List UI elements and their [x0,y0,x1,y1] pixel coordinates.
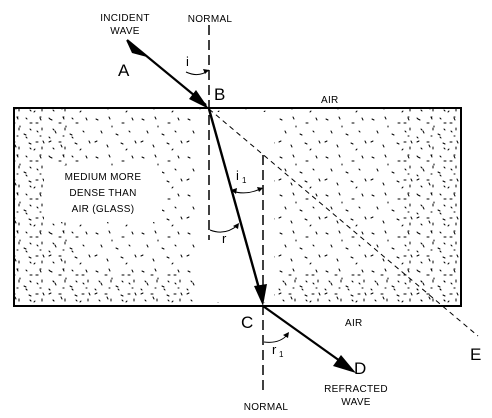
angle-i1-arrow-left [231,188,237,194]
emergent-ray [262,305,356,373]
angle-i-arrow [203,69,209,74]
refracted-wave-label-line2: WAVE [341,397,371,408]
angle-r1-arrow [283,332,289,338]
normal-label-bottom: NORMAL [244,402,289,413]
air-label-top: AIR [321,95,339,106]
incident-wave-label-line2: WAVE [110,26,140,37]
point-e-label: E [470,345,481,364]
point-a-label: A [118,61,130,80]
refracted-wave-label-line1: REFRACTED [324,384,388,395]
incident-arrowhead-1 [126,40,147,57]
incident-ray [126,39,209,109]
angle-i-label: i [186,54,189,69]
emergent-arrowhead [333,355,356,373]
medium-label-line2: DENSE THAN [69,188,136,199]
air-label-bottom: AIR [345,318,363,329]
angle-r1-label: r [272,342,277,357]
angle-i1-label: i [236,168,239,183]
medium-label-line3: AIR (GLASS) [72,204,135,215]
undeviated-path-line [208,108,479,337]
incident-wave-label-line1: INCIDENT [100,13,150,24]
glass-ray-arrowhead [254,284,267,306]
medium-label-line1: MEDIUM MORE [65,172,142,183]
angle-r-label: r [222,231,227,246]
refracted-ray-in-glass [207,108,267,306]
angle-r-arrow [233,223,239,229]
point-c-label: C [241,313,253,332]
angle-i1-arrow-right [257,187,263,192]
point-d-label: D [354,359,366,378]
angle-r1-subscript: 1 [279,350,284,359]
angle-i1-subscript: 1 [242,176,247,185]
normal-label-top: NORMAL [188,14,233,25]
point-b-label: B [214,85,225,104]
incident-arrowhead-2 [189,90,209,109]
